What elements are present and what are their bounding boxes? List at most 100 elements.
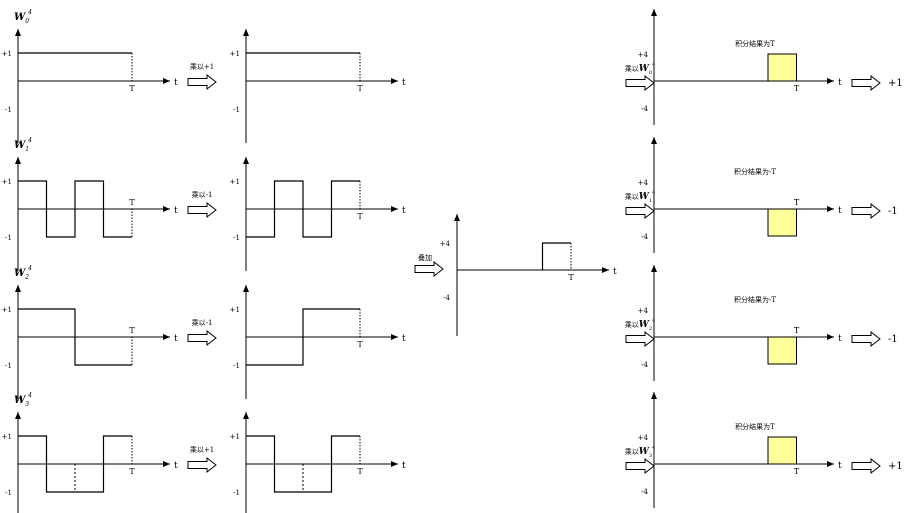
multiply-by-walsh-label: 乘以W24	[625, 318, 655, 332]
tick-label-plus-one: +1	[230, 306, 240, 314]
t-axis-label: t	[174, 78, 178, 88]
t-period-label: T	[129, 326, 135, 335]
walsh-superscript: 4	[27, 265, 32, 272]
t-axis-label: t	[402, 78, 406, 88]
t-period-label: T	[357, 467, 363, 476]
tick-label-minus-four: -4	[641, 488, 648, 496]
integral-area-highlight	[767, 336, 797, 365]
tick-label-plus-four: +4	[638, 434, 649, 442]
tick-label-minus-one: -1	[5, 362, 12, 370]
tick-label-plus-one: +1	[230, 178, 240, 186]
walsh-function-label: W3 4	[14, 392, 32, 408]
walsh-function-label: W04	[14, 9, 32, 25]
tick-label-plus-one: +1	[2, 306, 12, 314]
multiply-arrow	[187, 329, 217, 347]
multiply-walsh-arrow	[625, 330, 655, 348]
waveform-line	[18, 180, 132, 238]
walsh-superscript: 4	[27, 392, 32, 399]
t-period-label: T	[129, 84, 135, 93]
integral-area-highlight	[767, 208, 797, 237]
walsh-base: W	[639, 64, 650, 74]
result-arrow	[851, 330, 881, 348]
walsh-function-label: W24	[14, 265, 32, 281]
walsh-subscript: 2	[649, 326, 652, 332]
t-period-label: T	[794, 198, 800, 207]
tick-label-minus-one: -1	[233, 234, 240, 242]
tick-label-minus-one: -1	[233, 362, 240, 370]
waveform-line	[246, 435, 360, 493]
superpose-label: 叠加	[418, 253, 432, 262]
t-axis-label: t	[402, 334, 406, 344]
tick-label-minus-one: -1	[5, 106, 12, 114]
t-axis-label: t	[174, 206, 178, 216]
multiply-walsh-arrow	[625, 202, 655, 220]
integral-area-highlight	[767, 436, 797, 465]
superposed-waveform	[541, 242, 571, 270]
walsh-base: W	[14, 140, 27, 151]
t-period-label: T	[794, 326, 800, 335]
tick-label-minus-four: -4	[641, 361, 648, 369]
result-value: +1	[888, 461, 903, 472]
result-arrow	[851, 202, 881, 220]
t-axis-label: t	[613, 267, 617, 277]
tick-label-plus-four: +4	[638, 179, 649, 187]
integral-area-highlight	[767, 53, 797, 82]
multiply-prefix: 乘以	[625, 447, 639, 456]
multiply-by-walsh-label: 乘以W14	[625, 190, 655, 204]
tick-label-minus-one: -1	[5, 234, 12, 242]
walsh-superscript: 4	[27, 137, 32, 144]
multiply-label: 乘以+1	[190, 62, 214, 71]
multiply-label: 乘以+1	[190, 445, 214, 454]
result-value: -1	[888, 334, 898, 345]
result-arrow	[851, 74, 881, 92]
t-period-label: T	[568, 273, 574, 282]
walsh-subscript: 3	[25, 401, 29, 408]
t-period-label: T	[357, 84, 363, 93]
multiply-prefix: 乘以	[625, 192, 639, 201]
t-period-label: T	[129, 467, 135, 476]
walsh-subscript: 1	[25, 146, 29, 153]
walsh-subscript: 0	[649, 70, 652, 76]
multiply-walsh-arrow	[625, 74, 655, 92]
multiply-by-walsh-label: 乘以W04	[625, 62, 655, 76]
tick-label-minus-four: -4	[641, 233, 648, 241]
tick-label-plus-one: +1	[230, 50, 240, 58]
t-period-label: T	[794, 467, 800, 476]
walsh-function-label: W1 4	[14, 137, 32, 153]
tick-label-minus-four: -4	[443, 294, 450, 302]
superpose-arrow	[414, 260, 444, 278]
tick-label-minus-one: -1	[233, 106, 240, 114]
waveform-line	[18, 308, 132, 366]
t-axis-label: t	[838, 78, 842, 88]
walsh-subscript: 3	[649, 453, 652, 459]
multiply-walsh-arrow	[625, 457, 655, 475]
multiply-arrow	[187, 456, 217, 474]
result-value: -1	[888, 206, 898, 217]
t-period-label: T	[794, 84, 800, 93]
t-axis-label: t	[174, 334, 178, 344]
tick-label-plus-one: +1	[230, 433, 240, 441]
multiply-arrow	[187, 73, 217, 91]
tick-label-plus-one: +1	[2, 178, 12, 186]
t-axis-label: t	[838, 461, 842, 471]
multiply-by-walsh-label: 乘以W34	[625, 445, 655, 459]
walsh-subscript: 0	[25, 18, 29, 25]
walsh-base: W	[14, 268, 27, 279]
result-arrow	[851, 457, 881, 475]
t-period-label: T	[129, 198, 135, 207]
integral-result-caption: 积分结果为-T	[734, 167, 776, 176]
tick-label-minus-one: -1	[5, 489, 12, 497]
tick-label-minus-one: -1	[233, 489, 240, 497]
multiply-prefix: 乘以	[625, 320, 639, 329]
walsh-base: W	[14, 395, 27, 406]
integral-result-caption: 积分结果为T	[735, 39, 775, 48]
t-axis-label: t	[174, 461, 178, 471]
multiply-label: 乘以-1	[192, 190, 213, 199]
integral-result-caption: 积分结果为T	[735, 422, 775, 431]
result-value: +1	[888, 78, 903, 89]
walsh-base: W	[639, 192, 650, 202]
walsh-superscript: 4	[27, 9, 32, 16]
multiply-prefix: 乘以	[625, 64, 639, 73]
